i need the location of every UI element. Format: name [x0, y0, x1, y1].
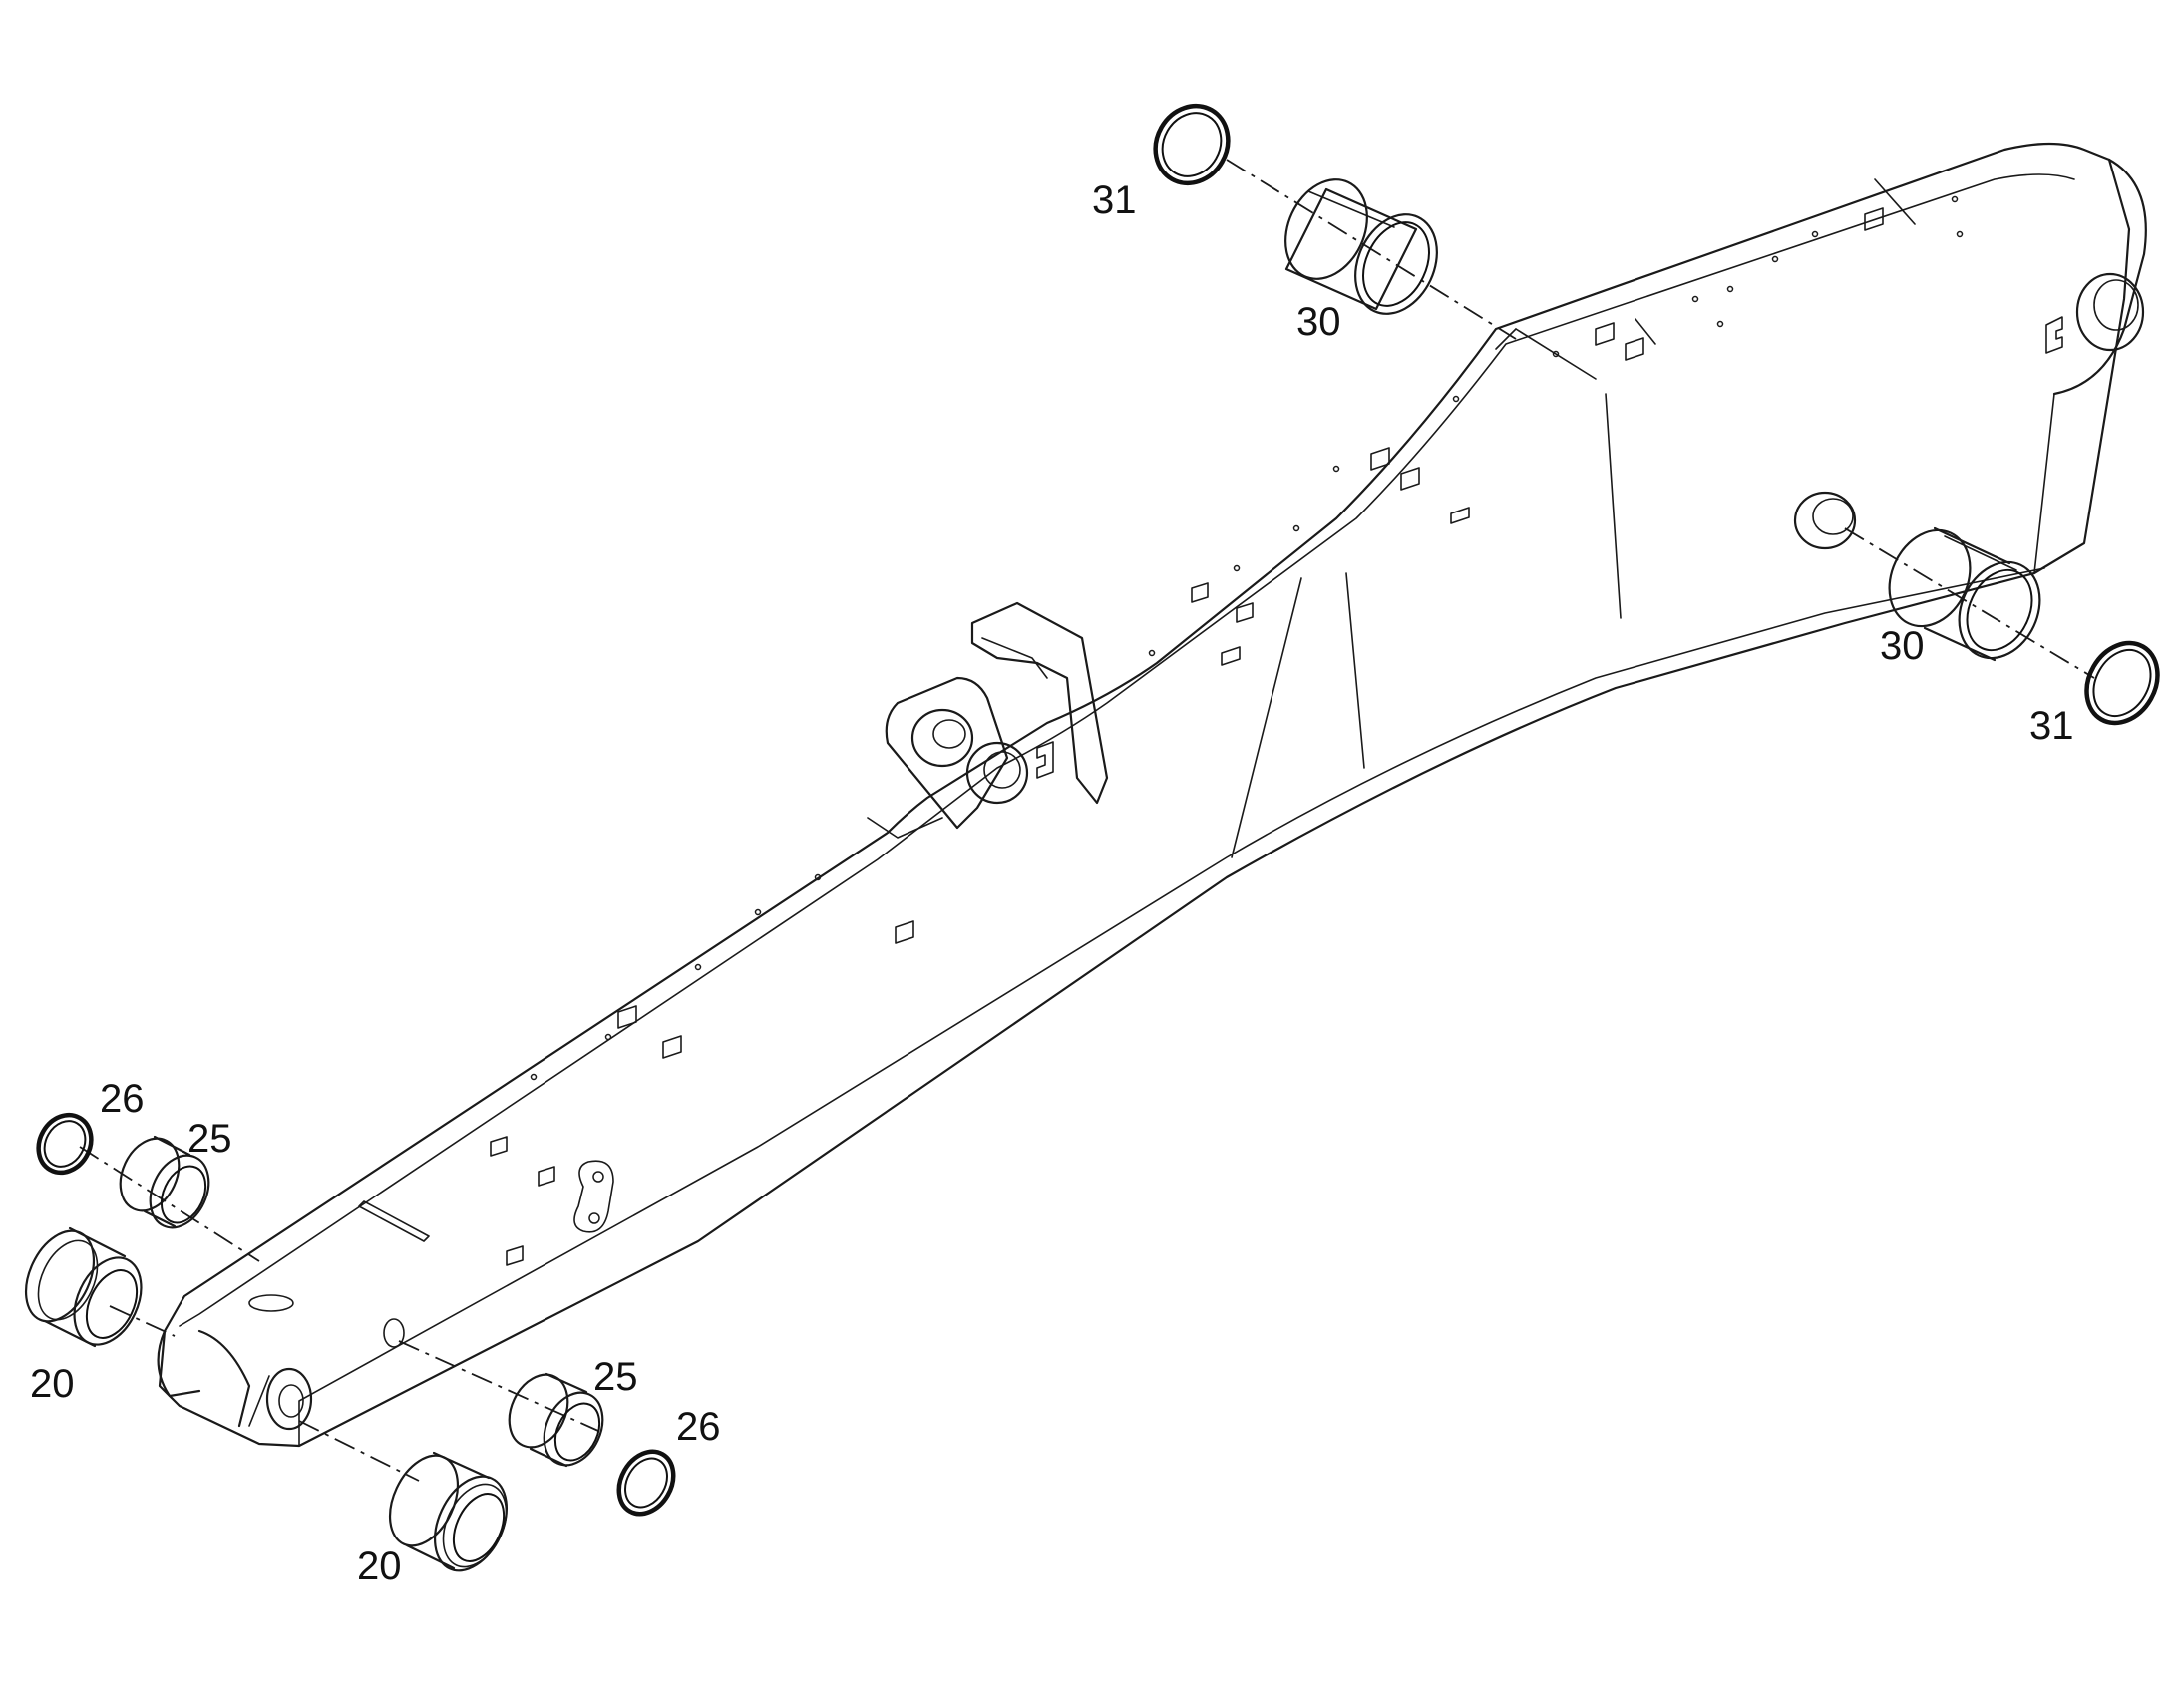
seal-ring-26-bottom: [616, 1449, 676, 1517]
bushing-25-bottom: [508, 1372, 604, 1468]
top-face-tabs: [490, 207, 1884, 1266]
callout-labels: 31 30 30 31 26 25 20 25 26 20: [30, 178, 2074, 1588]
callout-20-left: 20: [30, 1362, 75, 1406]
bushing-30-right: [1888, 526, 2041, 662]
callout-20-bottom: 20: [357, 1544, 402, 1588]
assembly-axes: [79, 159, 2095, 1482]
arm-structure: [157, 142, 2147, 1448]
seal-ring-26-left: [36, 1112, 94, 1176]
callout-25-left: 25: [187, 1117, 232, 1161]
rivet-holes: [530, 195, 1964, 1081]
callout-30-right: 30: [1880, 624, 1925, 668]
bushing-25-left: [119, 1135, 210, 1229]
flanged-bushing-20-bottom: [388, 1451, 508, 1572]
callout-26-bottom: 26: [676, 1405, 721, 1449]
callout-31-top: 31: [1092, 178, 1137, 222]
callout-31-right: 31: [2029, 704, 2074, 748]
callout-25-bottom: 25: [593, 1355, 638, 1399]
bushing-30-top: [1284, 178, 1438, 315]
seal-ring-31-top: [1153, 103, 1231, 186]
seal-ring-31-right: [2084, 640, 2160, 726]
callout-26-left: 26: [100, 1077, 145, 1121]
flanged-bushing-20-left: [24, 1226, 143, 1348]
callout-30-top: 30: [1296, 300, 1341, 344]
